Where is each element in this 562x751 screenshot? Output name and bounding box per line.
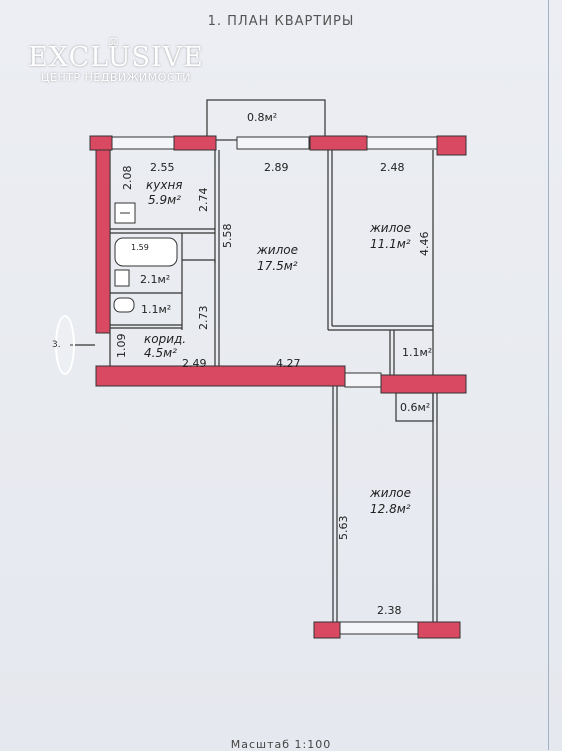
living1-area: 17.5м² <box>257 259 298 273</box>
window-living2 <box>366 136 438 150</box>
entrance-label: 3. <box>52 340 61 350</box>
agency-logo: ⚖ EXCLUSIVE ЦЕНТР НЕДВИЖИМОСТИ <box>24 34 208 84</box>
wall-top-mid <box>309 135 368 151</box>
living2-area: 11.1м² <box>370 237 411 251</box>
sheet-edge-line <box>548 0 549 750</box>
kitchen-area: 5.9м² <box>148 193 181 207</box>
logo-brand: EXCLUSIVE <box>28 42 204 73</box>
dim-living1-bottom: 4.27 <box>276 357 301 370</box>
dim-corridor-width: 2.49 <box>182 357 207 370</box>
wall-low-left <box>313 621 341 639</box>
corridor-name: корид. <box>144 332 186 346</box>
bathtub-icon <box>114 237 178 267</box>
dim-living1-width: 2.89 <box>264 161 289 174</box>
wall-left-long <box>95 149 111 334</box>
scales-icon: ⚖ <box>108 34 119 48</box>
dim-kitchen-width: 2.55 <box>150 161 175 174</box>
living2-name: жилое <box>369 221 411 235</box>
wall-low-right <box>417 621 461 639</box>
dim-corridor-depth: 1.09 <box>115 334 128 359</box>
dim-living2-depth: 4.46 <box>418 232 431 257</box>
scale-note: Масштаб 1:100 <box>230 738 332 751</box>
wall-top-left <box>89 135 113 151</box>
entrance-marker <box>55 315 75 375</box>
closet-area: 1.1м² <box>402 346 432 359</box>
balcony-area: 0.8м² <box>247 111 277 124</box>
kitchen-name: кухня <box>146 178 183 192</box>
wall-top-kitchen <box>173 135 217 151</box>
plan-title: 1. ПЛАН КВАРТИРЫ <box>207 14 355 29</box>
fixtures <box>113 202 178 313</box>
living1-name: жилое <box>256 243 298 257</box>
wall-top-right <box>436 135 467 156</box>
dim-kitchen-side: 2.74 <box>197 188 210 213</box>
dim-corridor-side: 2.73 <box>197 306 210 331</box>
window-living1 <box>236 136 310 150</box>
living3-name: жилое <box>369 486 411 500</box>
dimension-labels: 2.55 2.89 2.48 2.08 2.74 5.58 4.46 2.73 … <box>115 161 431 617</box>
bath-area: 2.1м² <box>140 273 170 286</box>
window-living3 <box>339 621 419 635</box>
dim-kitchen-depth: 2.08 <box>121 166 134 191</box>
toilet-icon <box>113 297 135 313</box>
wall-bottom-right <box>380 374 467 394</box>
washbasin-icon <box>114 269 130 287</box>
room-labels: кухня 5.9м² 2.1м² 1.1м² корид. 4.5м² жил… <box>140 111 432 516</box>
closet-lower-area: 0.6м² <box>400 401 430 414</box>
dim-living3-depth: 5.63 <box>337 516 350 541</box>
door-opening <box>344 372 382 388</box>
dim-bath: 1.59 <box>131 243 149 252</box>
living3-area: 12.8м² <box>370 502 411 516</box>
dim-living3-width: 2.38 <box>377 604 402 617</box>
toilet-area: 1.1м² <box>141 303 171 316</box>
dim-living2-width: 2.48 <box>380 161 405 174</box>
window-bands <box>111 136 438 635</box>
corridor-area: 4.5м² <box>144 346 177 360</box>
wall-bottom-long <box>95 365 346 387</box>
capital-walls <box>89 135 467 639</box>
window-kitchen <box>111 136 175 150</box>
logo-subtitle: ЦЕНТР НЕДВИЖИМОСТИ <box>40 71 192 84</box>
dim-living1-depth: 5.58 <box>221 224 234 249</box>
